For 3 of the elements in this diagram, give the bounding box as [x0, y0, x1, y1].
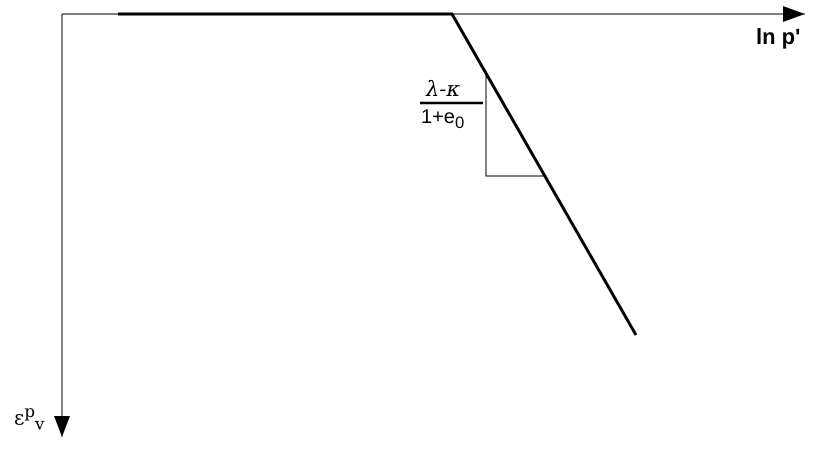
slope-denominator: 1+e$_{0}$: [421, 107, 464, 132]
slope-numerator: λ-κ: [426, 79, 460, 100]
axis-label: ln p': [756, 26, 800, 48]
